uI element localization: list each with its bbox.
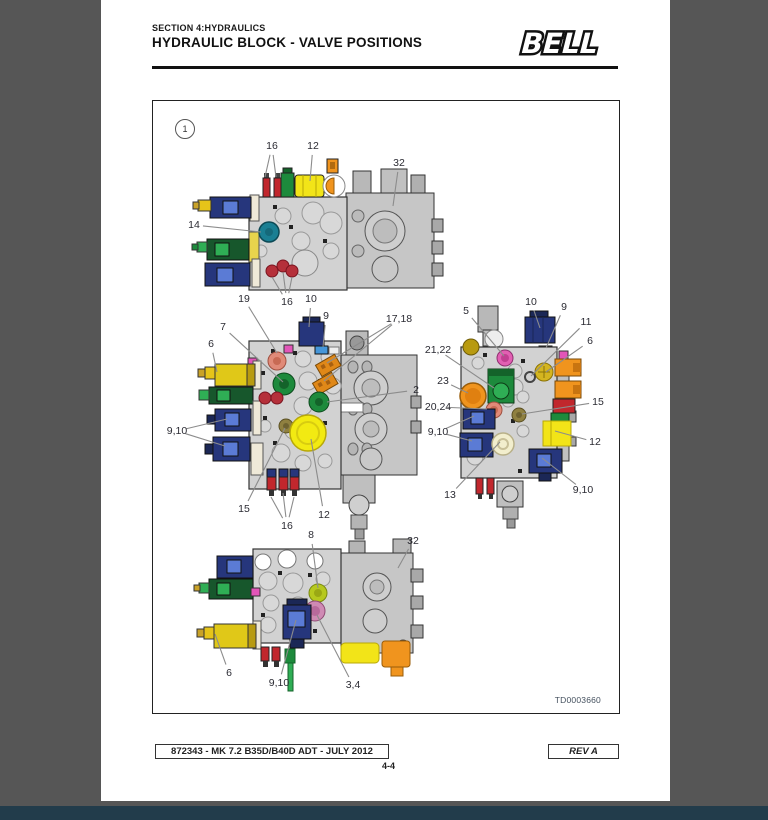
callout-label: 16	[281, 520, 293, 532]
callout-label: 32	[393, 157, 405, 169]
yellow-solenoid-left	[196, 620, 262, 650]
callout-label: 15	[592, 396, 604, 408]
bottom-valve-block-callouts: 8 32 6 9,10 3,4	[214, 529, 419, 691]
viewer-bottom-bar	[0, 806, 768, 820]
footer-document-reference: 872343 - MK 7.2 B35D/B40D ADT - JULY 201…	[155, 744, 389, 759]
callout-label: 8	[308, 529, 314, 541]
yellow-port-12	[289, 414, 327, 452]
orange-connector-18	[311, 371, 339, 396]
solenoid-green	[191, 238, 250, 261]
callout-label: 19	[238, 293, 250, 305]
green-solenoid-left	[193, 578, 254, 600]
red-studs-bottom	[266, 468, 300, 496]
drawing-code: TD0003660	[554, 695, 601, 705]
right-valve-block-callouts: 5 10 9 11 6 21,22 23 20,24 9,10 15 12 13 9,10	[425, 296, 604, 501]
valve-block-bottom	[193, 538, 424, 692]
header-divider	[152, 66, 618, 69]
footer-revision-badge: REV A	[548, 744, 619, 759]
callout-label: 23	[437, 375, 449, 387]
orange-connector-17	[314, 353, 342, 378]
manual-page: SECTION 4:HYDRAULICS HYDRAULIC BLOCK - V…	[101, 0, 670, 801]
yellow-fitting	[340, 642, 380, 664]
callout-label: 12	[589, 436, 601, 448]
callout-label: 13	[444, 489, 456, 501]
callout-label: 5	[463, 305, 469, 317]
callout-label: 9,10	[428, 426, 449, 438]
gray-solenoid	[342, 474, 376, 540]
callout-label: 16	[266, 140, 278, 152]
footer-page-number: 4-4	[381, 761, 395, 771]
valve-position-diagram: 16123214161910917,187629,101512165109116…	[167, 140, 604, 692]
green-solenoid	[198, 386, 254, 405]
olive-cap	[462, 338, 480, 356]
callout-label: 2	[413, 384, 419, 396]
navy-solenoids-left-right-block	[459, 408, 496, 458]
solenoid-navy-bottom	[204, 262, 251, 287]
callout-label: 17,18	[386, 313, 412, 325]
figure-number-badge: 1	[175, 119, 195, 139]
callout-label: 9	[561, 301, 567, 313]
bottom-studs	[260, 646, 296, 692]
callout-label: 9,10	[269, 677, 290, 689]
callout-label: 7	[220, 321, 226, 333]
cream-port-13	[491, 432, 515, 456]
green-valve-21-22	[487, 368, 515, 404]
navy-solenoids-left	[204, 400, 262, 462]
page-title: HYDRAULIC BLOCK - VALVE POSITIONS	[152, 35, 423, 50]
callout-label: 9,10	[573, 484, 594, 496]
valve-block-top	[191, 158, 444, 291]
section-label: SECTION 4:HYDRAULICS	[152, 23, 266, 33]
callout-label: 6	[587, 335, 593, 347]
top-valve-block-callouts: 16 12 32 14 16	[188, 140, 405, 308]
bell-logo: BELL	[515, 25, 604, 62]
red-ports-bottom	[265, 259, 299, 278]
callout-label: 12	[318, 509, 330, 521]
callout-label: 15	[238, 503, 250, 515]
callout-label: 14	[188, 219, 200, 231]
callout-label: 6	[208, 338, 214, 350]
navy-valve-top	[298, 316, 329, 355]
orange-connectors-right	[554, 358, 582, 399]
solenoid-navy-top	[192, 196, 252, 219]
orange-clamp	[322, 158, 346, 198]
navy-solenoid-top-left	[216, 555, 254, 579]
gray-solenoid-right-block	[496, 480, 524, 529]
callout-label: 21,22	[425, 344, 451, 356]
callout-label: 16	[281, 296, 293, 308]
callout-label: 9,10	[167, 425, 188, 437]
middle-left-valve-block-callouts: 19 10 9 17,18 76 2 9,10 15 12 16	[167, 293, 419, 532]
yellow-valve-12-right	[542, 420, 572, 447]
yellow-valve	[294, 174, 325, 198]
yellow-solenoid	[197, 360, 262, 390]
green-valve	[280, 167, 295, 198]
navy-valve-front	[282, 598, 312, 649]
callout-label: 9	[323, 310, 329, 322]
bell-logo-text: BELL	[518, 27, 602, 59]
valve-block-right	[459, 305, 582, 529]
callout-label: 32	[407, 535, 419, 547]
valve-block-middle-left	[197, 316, 422, 540]
callout-label: 11	[581, 316, 592, 328]
pressure-test-points	[262, 173, 282, 198]
orange-fitting	[381, 640, 411, 677]
callout-label: 20,24	[425, 401, 451, 413]
red-studs-right-block	[475, 477, 495, 499]
callout-label: 12	[307, 140, 319, 152]
callout-label: 6	[226, 667, 232, 679]
callout-label: 10	[305, 293, 317, 305]
callout-label: 3,4	[346, 679, 361, 691]
ring-port-11	[524, 371, 536, 383]
callout-label: 10	[525, 296, 537, 308]
figure-frame: 1	[152, 100, 620, 714]
